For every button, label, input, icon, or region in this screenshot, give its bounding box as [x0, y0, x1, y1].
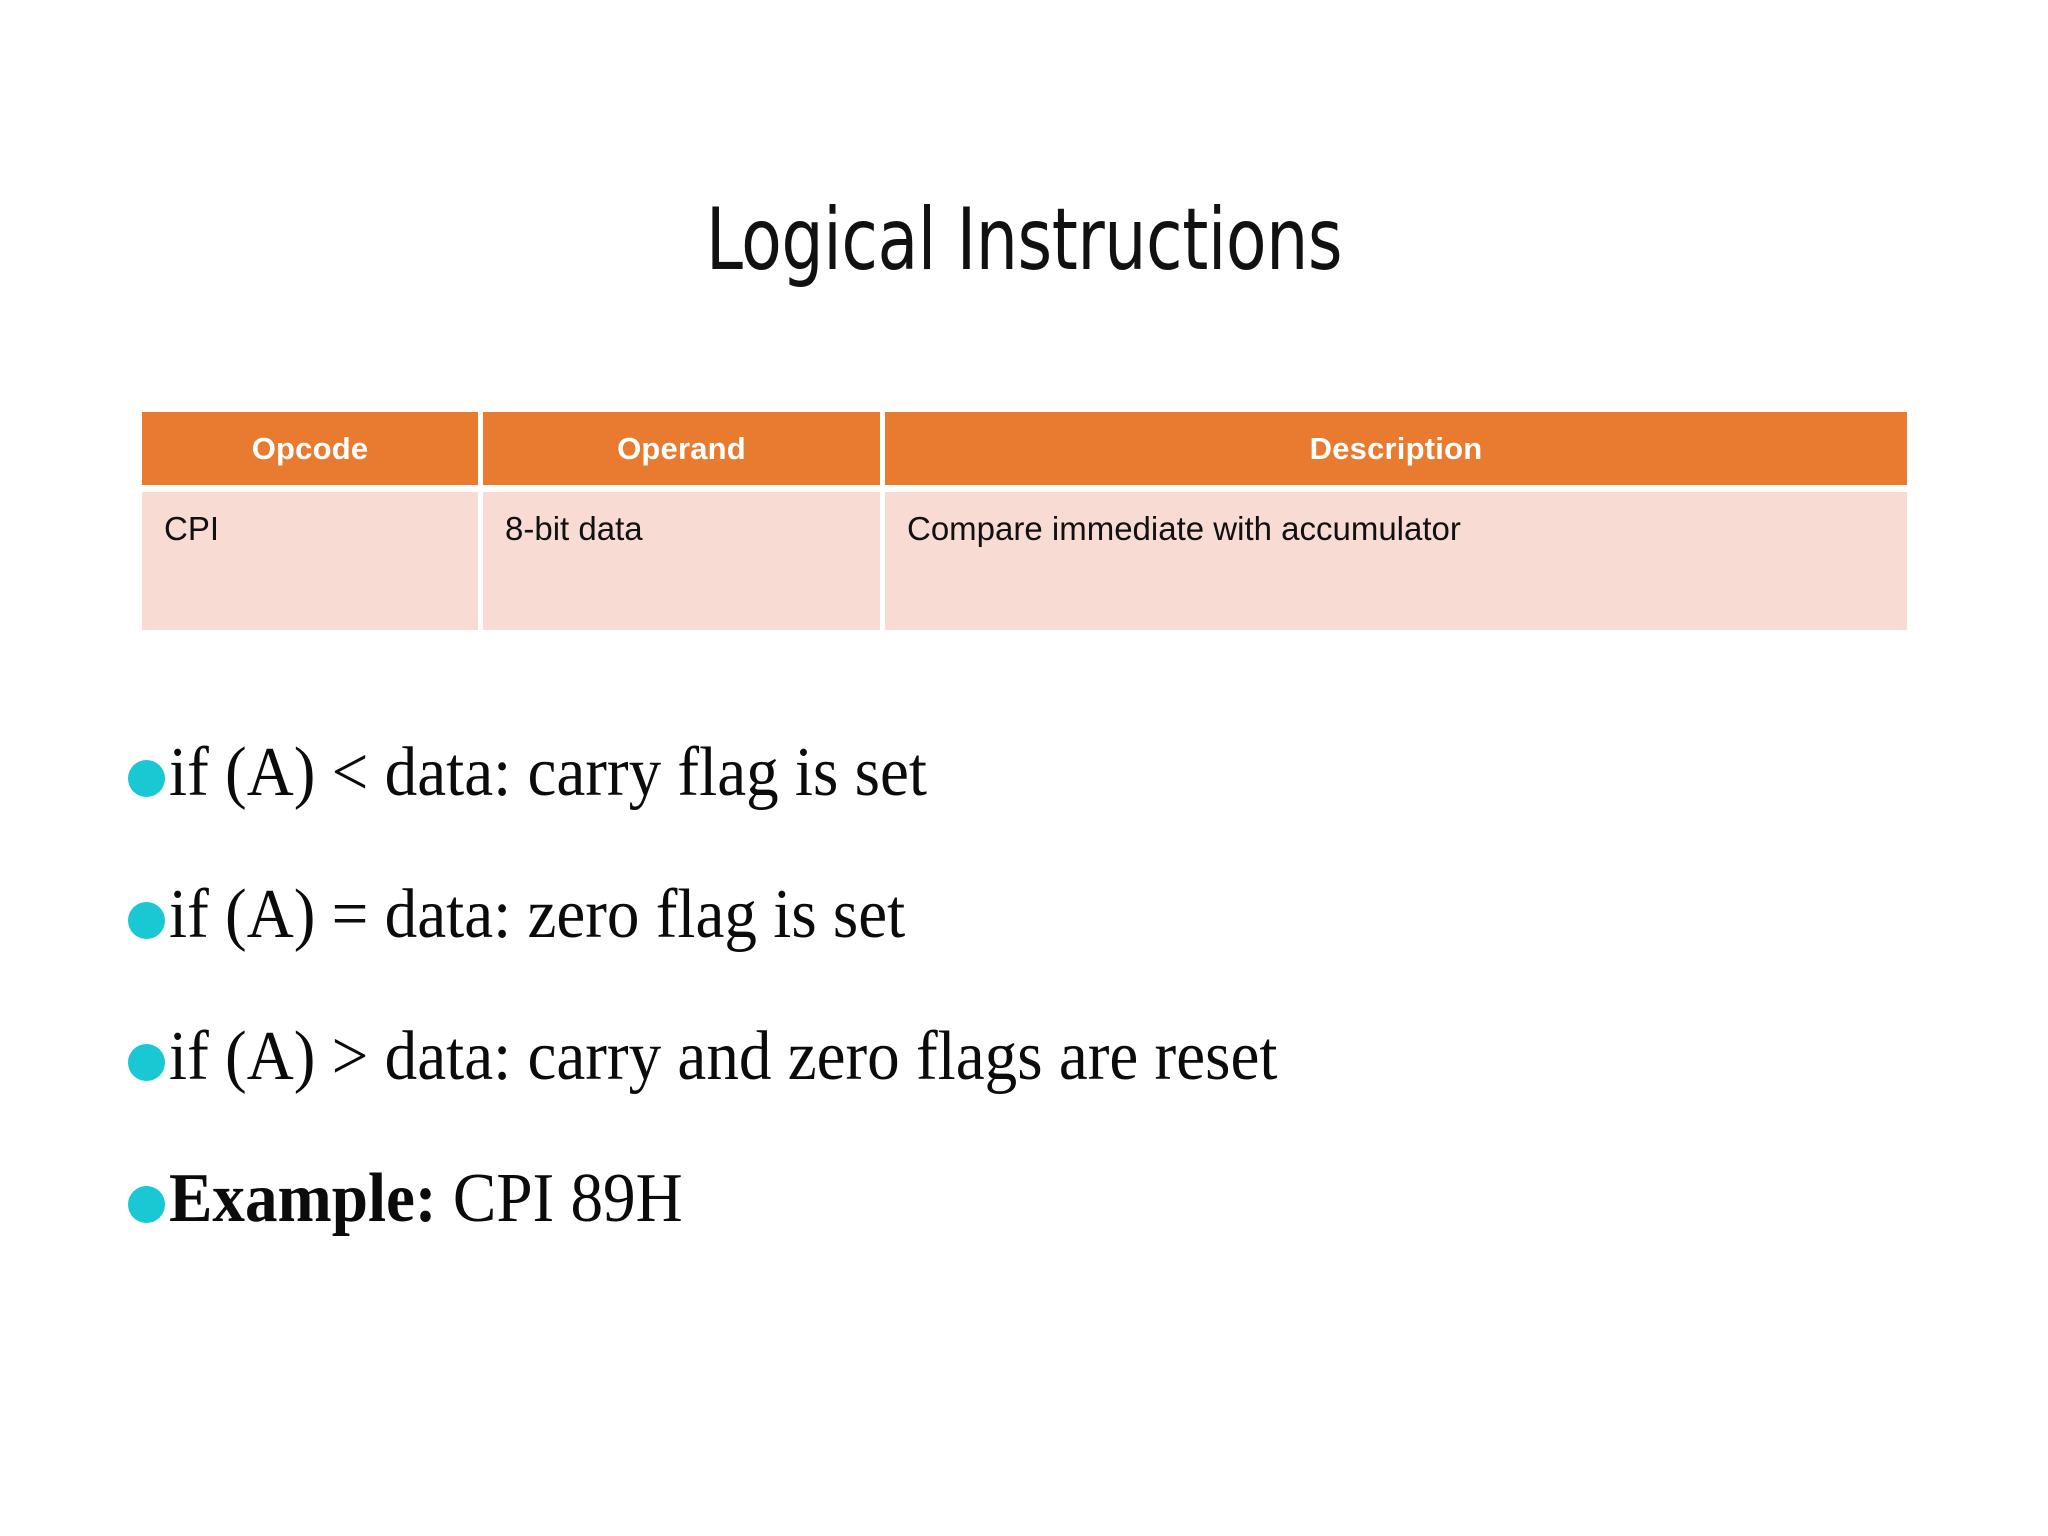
bullet-dot-icon — [128, 1044, 165, 1081]
bullet-dot-icon — [128, 902, 165, 939]
column-header-operand: Operand — [483, 412, 885, 492]
table-header-row: Opcode Operand Description — [142, 412, 1907, 492]
instruction-table: Opcode Operand Description CPI 8-bit dat… — [142, 412, 1907, 630]
bullet-dot-icon — [128, 1186, 165, 1223]
bullet-text: if (A) = data: zero flag is set — [169, 880, 905, 950]
bullet-body: if (A) < data: carry flag is set — [169, 734, 927, 811]
table-body: CPI 8-bit data Compare immediate with ac… — [142, 492, 1907, 630]
list-item: if (A) > data: carry and zero flags are … — [128, 1022, 1968, 1092]
column-header-opcode: Opcode — [142, 412, 483, 492]
bullet-body: if (A) > data: carry and zero flags are … — [169, 1018, 1278, 1095]
cell-opcode: CPI — [142, 492, 483, 630]
list-item: if (A) = data: zero flag is set — [128, 880, 1968, 950]
list-item: if (A) < data: carry flag is set — [128, 738, 1968, 808]
cell-opcode-text: CPI — [164, 510, 220, 547]
bullet-text: if (A) < data: carry flag is set — [169, 738, 927, 808]
table-header: Opcode Operand Description — [142, 412, 1907, 492]
page-title: Logical Instructions — [705, 189, 1343, 290]
cell-operand-text: 8-bit data — [505, 510, 643, 547]
bullet-lead: Example: — [169, 1160, 437, 1237]
bullet-body: CPI 89H — [436, 1160, 683, 1237]
bullet-list: if (A) < data: carry flag is set if (A) … — [128, 738, 1968, 1234]
bullet-text: Example: CPI 89H — [169, 1164, 683, 1234]
list-item: Example: CPI 89H — [128, 1164, 1968, 1234]
bullet-body: if (A) = data: zero flag is set — [169, 876, 906, 953]
cell-description-text: Compare immediate with accumulator — [907, 510, 1461, 547]
bullet-text: if (A) > data: carry and zero flags are … — [169, 1022, 1277, 1092]
cell-operand: 8-bit data — [483, 492, 885, 630]
cell-description: Compare immediate with accumulator — [885, 492, 1907, 630]
bullet-dot-icon — [128, 760, 165, 797]
table-row: CPI 8-bit data Compare immediate with ac… — [142, 492, 1907, 630]
column-header-description: Description — [885, 412, 1907, 492]
